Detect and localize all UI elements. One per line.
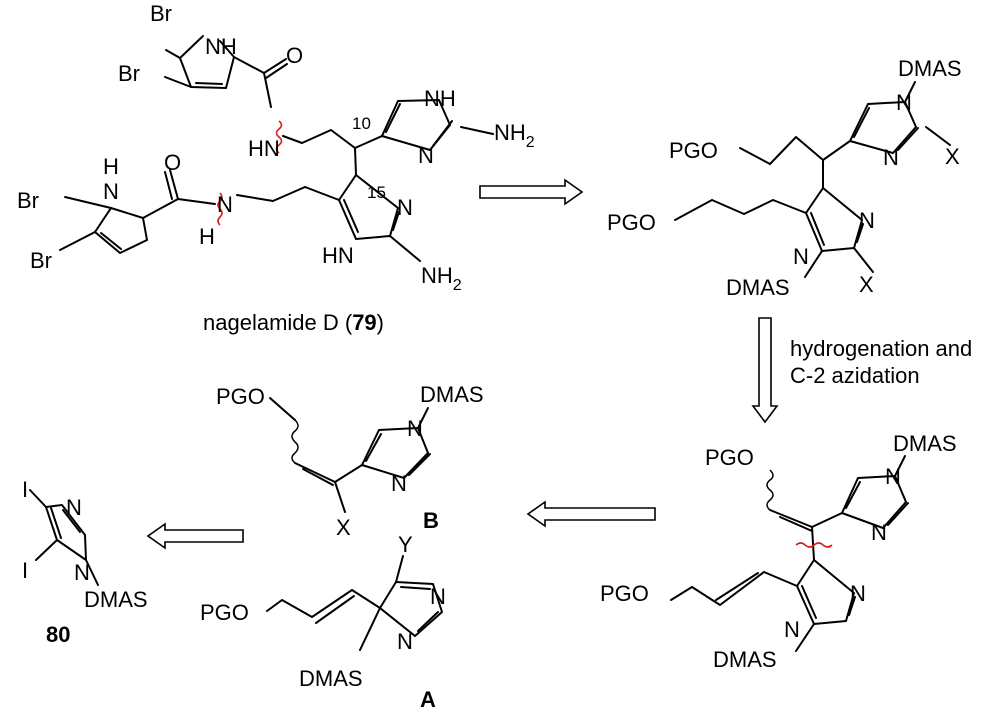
atom-o: O xyxy=(286,43,303,68)
compound-80-structure xyxy=(29,489,99,586)
retro-arrow-left-2 xyxy=(146,522,244,550)
retro-arrow-right xyxy=(479,178,584,206)
fragment-a-labels: Y PGO N N DMAS A xyxy=(200,532,446,712)
lower-dibromopyrrole xyxy=(59,169,216,254)
dmas-group: DMAS xyxy=(898,56,962,81)
atom-nh: NH xyxy=(424,86,456,111)
dmas-group: DMAS xyxy=(84,587,148,612)
atom-n: N xyxy=(784,617,800,642)
atom-br: Br xyxy=(118,61,140,86)
compound-80-label: 80 xyxy=(46,622,70,647)
atom-br: Br xyxy=(17,188,39,213)
bis-imidazole-dihalide-structure xyxy=(674,81,951,278)
x-substituent: X xyxy=(336,515,351,540)
y-substituent: Y xyxy=(398,532,413,557)
dmas-group: DMAS xyxy=(299,666,363,691)
locant-10: 10 xyxy=(352,114,371,133)
compound-79-caption: nagelamide D (79) xyxy=(203,310,384,335)
dmas-group: DMAS xyxy=(726,275,790,300)
atom-br: Br xyxy=(30,248,52,273)
fragment-a-structure xyxy=(266,555,443,651)
pgo-group: PGO xyxy=(600,581,649,606)
dmas-group: DMAS xyxy=(713,647,777,672)
atom-n: N xyxy=(859,208,875,233)
atom-nh: NH xyxy=(205,34,237,59)
upper-propyl-chain xyxy=(282,129,356,149)
atom-n: N xyxy=(103,179,119,204)
bis-imidazole-diene-labels: PGO DMAS N N PGO N N DMAS xyxy=(600,431,957,672)
bis-imidazole-diene-structure xyxy=(670,455,909,652)
retro-arrow-down xyxy=(751,317,779,424)
reaction-conditions-line-2: C-2 azidation xyxy=(790,363,920,388)
atom-n: N xyxy=(217,192,233,217)
atom-n: N xyxy=(397,195,413,220)
dmas-group: DMAS xyxy=(420,382,484,407)
atom-n: N xyxy=(418,143,434,168)
atom-hn: HN xyxy=(248,136,280,161)
atom-n: N xyxy=(407,416,423,441)
atom-n: N xyxy=(871,520,887,545)
atom-n: N xyxy=(896,90,912,115)
pgo-group: PGO xyxy=(200,600,249,625)
atom-n: N xyxy=(397,629,413,654)
fragment-b-label: B xyxy=(423,508,439,533)
fragment-b-structure xyxy=(269,397,431,513)
reaction-conditions-line-1: hydrogenation and xyxy=(790,336,972,361)
atom-n: N xyxy=(430,584,446,609)
atom-i: I xyxy=(22,477,28,502)
lower-propyl-chain xyxy=(236,186,340,202)
atom-n: N xyxy=(74,560,90,585)
atom-n: N xyxy=(793,244,809,269)
atom-nh2: NH2 xyxy=(494,120,535,151)
nagelamide-d-atom-labels: Br Br NH O HN 10 NH N NH2 Br Br H N O N … xyxy=(17,1,535,294)
atom-i: I xyxy=(22,558,28,583)
pgo-group: PGO xyxy=(216,384,265,409)
pgo-group: PGO xyxy=(607,210,656,235)
retro-arrow-left-1 xyxy=(526,500,656,528)
atom-nh2: NH2 xyxy=(421,263,462,294)
atom-n: N xyxy=(850,581,866,606)
compound-80-labels: I N I N DMAS 80 xyxy=(22,477,148,647)
pgo-group: PGO xyxy=(669,138,718,163)
fragment-b-labels: PGO DMAS N N X B xyxy=(216,382,484,540)
atom-br: Br xyxy=(150,1,172,26)
atom-n: N xyxy=(883,145,899,170)
x-substituent: X xyxy=(859,272,874,297)
lower-aminoimidazole xyxy=(338,174,421,262)
bis-imidazole-dihalide-labels: DMAS N PGO N X PGO N N DMAS X xyxy=(607,56,962,300)
lower-amide-cleavage-mark xyxy=(217,192,223,226)
locant-15: 15 xyxy=(367,183,386,202)
x-substituent: X xyxy=(945,144,960,169)
fragment-a-label: A xyxy=(420,687,436,712)
atom-h: H xyxy=(103,154,119,179)
atom-o: O xyxy=(164,150,181,175)
atom-n: N xyxy=(391,471,407,496)
atom-hn: HN xyxy=(322,243,354,268)
atom-n: N xyxy=(885,464,901,489)
nagelamide-d-structure xyxy=(59,35,494,262)
atom-n: N xyxy=(66,495,82,520)
vinyl-imidazole-cleavage-mark xyxy=(795,542,833,548)
pgo-group: PGO xyxy=(705,445,754,470)
dmas-group: DMAS xyxy=(893,431,957,456)
atom-h: H xyxy=(199,224,215,249)
upper-aminoimidazole xyxy=(381,99,494,151)
upper-amide-cleavage-mark xyxy=(275,120,283,154)
upper-dibromopyrrole xyxy=(164,35,288,108)
